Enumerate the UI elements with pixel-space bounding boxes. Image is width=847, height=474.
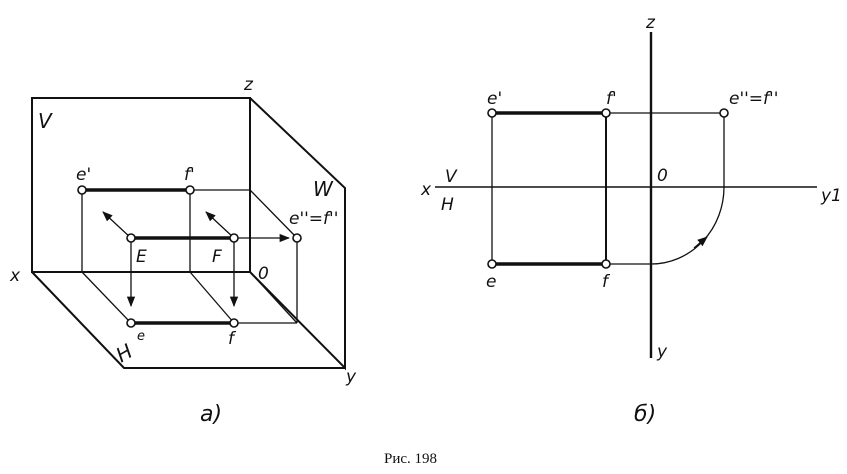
label-axis-z: z [243,75,254,95]
plane-v-outline [31,97,251,273]
figure-caption: Рис. 198 [384,451,437,467]
panel-b-epure: z x V H y1 y 0 e' f' e''=f'' e f б) [420,13,842,427]
label-plane-W: W [313,177,334,201]
arrow-E-to-e-front [102,211,132,239]
label-e-profile-f-profile: e''=f'' [289,209,338,229]
arc-direction-arrow [693,236,708,249]
label-e: e [486,272,496,292]
label-e-profile-f-profile: e''=f'' [729,89,778,109]
label-plane-H: H [112,339,137,367]
label-axis-x: x [420,180,432,200]
label-e-front: e' [76,165,91,185]
label-e-front: e' [487,89,502,109]
point-e-profile [719,108,729,118]
label-axis-H: H [441,195,454,215]
point-f [229,318,239,328]
point-e-front [487,108,497,118]
label-axis-y: y [345,367,357,387]
label-axis-x: x [9,266,21,286]
point-e-front [77,185,87,195]
arrow-F-to-f-front [205,211,235,239]
projector-f-on-H [189,271,235,324]
panel-b-subtitle: б) [634,402,656,427]
projector-e-front-to-W [249,189,298,239]
label-f: f [602,272,611,292]
projector-e-on-H [81,271,132,324]
label-origin: 0 [258,264,269,284]
label-origin: 0 [657,166,668,186]
label-f-front: f' [606,89,617,109]
arc-y-to-y1 [650,186,725,265]
projector-F-to-y-axis [249,271,298,324]
point-f-front [601,108,611,118]
point-f-front [185,185,195,195]
point-F [229,233,239,243]
panel-a-subtitle: а) [200,402,222,427]
point-f [601,259,611,269]
label-f: f [228,329,237,349]
label-axis-y: y [656,342,668,362]
label-plane-V: V [38,109,53,133]
label-axis-z: z [645,13,656,33]
label-E: E [136,247,147,267]
point-e [126,318,136,328]
label-e: e [137,329,145,344]
label-axis-y1: y1 [820,186,842,206]
plane-h-outline [31,271,345,369]
label-f-front: f' [184,165,195,185]
label-axis-V: V [445,167,458,187]
plane-w-outline [249,97,346,371]
point-e [487,259,497,269]
label-F: F [212,247,222,267]
panel-a-axonometric: V W H z x y 0 e' f' E F e''=f'' e f а) [9,75,357,427]
point-E [126,233,136,243]
point-e-profile [292,233,302,243]
